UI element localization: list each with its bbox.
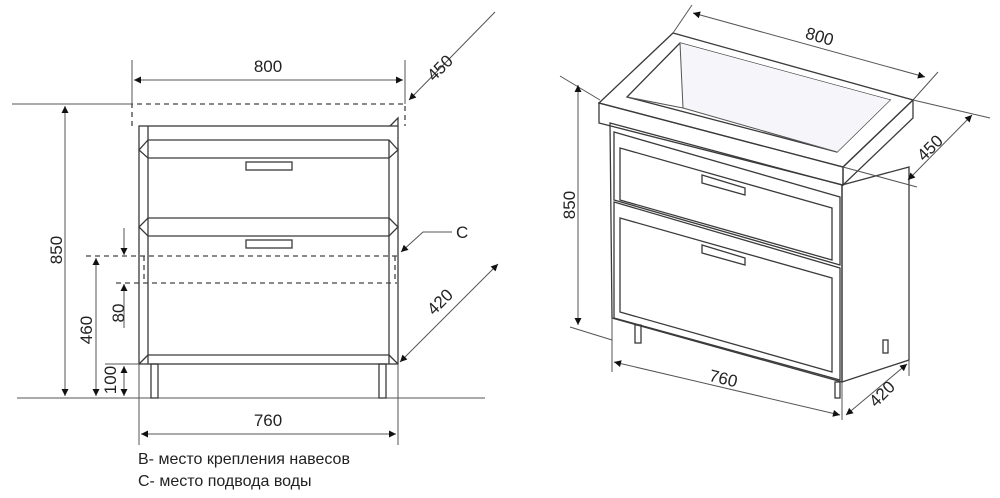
iso-dim-line-800	[692, 11, 926, 79]
iso-drawer-1-handle	[701, 174, 746, 196]
side-panel	[841, 166, 910, 383]
iso-dim-line-420	[845, 363, 908, 416]
iso-dim-label-420: 420	[865, 377, 898, 410]
dim-label-850: 850	[47, 236, 66, 264]
iso-dim-label-450: 450	[913, 131, 946, 164]
callout-c-label: C	[456, 223, 468, 242]
legend-line-b: B- место крепления навесов	[138, 451, 350, 468]
iso-leg-1	[634, 324, 642, 344]
iso-dim-line-450	[907, 114, 973, 181]
iso-dim-label-850: 850	[560, 191, 579, 219]
dim-label-100: 100	[101, 366, 120, 394]
leg-left	[150, 363, 159, 399]
dim-label-760: 760	[254, 411, 282, 430]
iso-leg-2	[834, 381, 841, 399]
dim-label-800: 800	[254, 57, 282, 76]
iso-dim-label-760: 760	[707, 366, 739, 391]
drawer-1-handle	[245, 161, 293, 171]
dim-line-450	[408, 11, 496, 101]
front-view: 800 450 850 460 80 100 760 420 C	[12, 11, 499, 445]
cabinet-body	[138, 125, 399, 365]
legend-line-c: C- место подвода воды	[138, 473, 312, 490]
dim-line-420	[399, 263, 499, 363]
dim-label-80: 80	[109, 304, 128, 323]
dim-label-460: 460	[77, 316, 96, 344]
dim-label-420: 420	[423, 285, 456, 318]
iso-dim-label-800: 800	[803, 24, 836, 50]
iso-view: 800 450 850 760 420	[559, 4, 991, 420]
iso-drawer-1	[613, 131, 841, 266]
legend: B- место крепления навесов C- место подв…	[138, 451, 350, 490]
countertop-outline-dashed	[131, 103, 406, 126]
drawer-2-bevel	[138, 217, 399, 237]
callout-c-leader	[400, 231, 452, 253]
leg-right	[378, 363, 387, 399]
iso-drawer-2	[613, 201, 841, 381]
iso-dim-line-760	[613, 360, 841, 417]
drawer-1-bevel	[138, 139, 399, 159]
drawer-2-handle	[245, 239, 293, 249]
iso-leg-3	[882, 339, 889, 354]
iso-drawer-2-handle	[701, 244, 746, 266]
